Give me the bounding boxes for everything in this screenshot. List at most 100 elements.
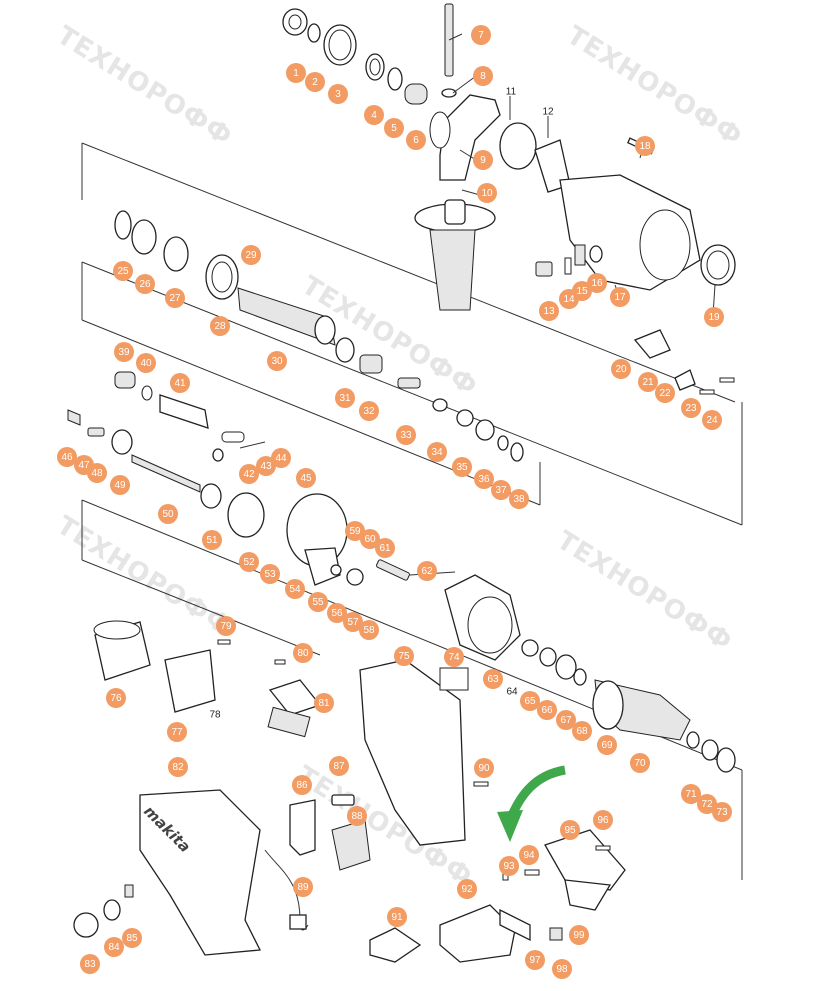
- badge-circle: [509, 489, 529, 509]
- part-number: 66: [541, 705, 553, 716]
- part-badge-48: 48: [87, 463, 107, 483]
- badge-circle: [135, 274, 155, 294]
- badge-circle: [406, 130, 426, 150]
- badge-circle: [702, 410, 722, 430]
- part-number: 27: [169, 293, 181, 304]
- badge-circle: [216, 616, 236, 636]
- badge-circle: [113, 261, 133, 281]
- part-badge-28: 28: [210, 316, 230, 336]
- badge-circle: [593, 810, 613, 830]
- part-badge-95: 95: [560, 820, 580, 840]
- part-badge-52: 52: [239, 552, 259, 572]
- part-badge-27: 27: [165, 288, 185, 308]
- part-number: 68: [576, 726, 588, 737]
- part-badge-99: 99: [569, 925, 589, 945]
- part-badge-38: 38: [509, 489, 529, 509]
- part-badge-82: 82: [168, 757, 188, 777]
- badge-circle: [520, 691, 540, 711]
- part-badge-4: 4: [364, 105, 384, 125]
- part-badge-73: 73: [712, 802, 732, 822]
- badge-circle: [80, 954, 100, 974]
- part-number: 5: [391, 123, 397, 134]
- badge-circle: [444, 647, 464, 667]
- part-badge-89: 89: [293, 877, 313, 897]
- part-badge-96: 96: [593, 810, 613, 830]
- part-number: 24: [706, 415, 718, 426]
- badge-circle: [635, 136, 655, 156]
- badge-circle: [241, 245, 261, 265]
- part-number: 9: [480, 155, 486, 166]
- part-badge-83: 83: [80, 954, 100, 974]
- part-number: 17: [614, 292, 626, 303]
- part-badge-81: 81: [314, 693, 334, 713]
- part-number: 31: [339, 393, 351, 404]
- part-number: 57: [347, 617, 359, 628]
- part-badge-49: 49: [110, 475, 130, 495]
- part-number: 63: [487, 674, 499, 685]
- badge-circle: [457, 879, 477, 899]
- part-drawings: makita: [67, 3, 736, 963]
- badge-circle: [293, 643, 313, 663]
- badge-circle: [327, 603, 347, 623]
- part-badges: 1234567891013141516171819202122232425262…: [57, 25, 732, 979]
- part-badge-61: 61: [375, 538, 395, 558]
- part-number: 23: [685, 403, 697, 414]
- badge-circle: [396, 425, 416, 445]
- part-number: 45: [300, 473, 312, 484]
- part-number: 59: [349, 526, 361, 537]
- part-number: 72: [701, 799, 713, 810]
- badge-circle: [286, 63, 306, 83]
- badge-circle: [167, 722, 187, 742]
- part-badge-21: 21: [638, 372, 658, 392]
- part-number: 91: [391, 912, 403, 923]
- part-number: 62: [421, 566, 433, 577]
- badge-circle: [387, 907, 407, 927]
- badge-circle: [165, 288, 185, 308]
- part-badge-80: 80: [293, 643, 313, 663]
- part-number: 41: [174, 378, 186, 389]
- part-number: 90: [478, 763, 490, 774]
- part-number: 74: [448, 652, 460, 663]
- part-number: 56: [331, 608, 343, 619]
- part-number: 60: [364, 534, 376, 545]
- badge-circle: [560, 820, 580, 840]
- part-number: 77: [171, 727, 183, 738]
- badge-circle: [136, 353, 156, 373]
- part-badge-45: 45: [296, 468, 316, 488]
- badge-circle: [539, 301, 559, 321]
- badge-circle: [260, 564, 280, 584]
- part-badge-26: 26: [135, 274, 155, 294]
- badge-circle: [345, 521, 365, 541]
- part-badge-93: 93: [499, 856, 519, 876]
- part-badge-84: 84: [104, 937, 124, 957]
- part-badge-9: 9: [473, 150, 493, 170]
- part-number: 28: [214, 321, 226, 332]
- part-number-plain-11: 11: [506, 87, 517, 98]
- part-number: 22: [659, 388, 671, 399]
- badge-circle: [394, 646, 414, 666]
- badge-circle: [360, 529, 380, 549]
- part-number: 35: [456, 462, 468, 473]
- badge-circle: [638, 372, 658, 392]
- part-number: 73: [716, 807, 728, 818]
- part-badge-44: 44: [271, 448, 291, 468]
- badge-circle: [239, 552, 259, 572]
- part-number: 13: [543, 306, 555, 317]
- watermark: ТЕХНОРОФФ: [561, 20, 747, 152]
- badge-circle: [697, 794, 717, 814]
- part-badge-88: 88: [347, 806, 367, 826]
- badge-circle: [519, 845, 539, 865]
- part-number: 75: [398, 651, 410, 662]
- badge-circle: [293, 877, 313, 897]
- part-number: 50: [162, 509, 174, 520]
- badge-circle: [630, 753, 650, 773]
- part-number: 89: [297, 882, 309, 893]
- badge-circle: [681, 398, 701, 418]
- part-badge-53: 53: [260, 564, 280, 584]
- part-number: 47: [78, 460, 90, 471]
- badge-circle: [170, 373, 190, 393]
- badge-circle: [452, 457, 472, 477]
- part-badge-56: 56: [327, 603, 347, 623]
- part-badge-42: 42: [239, 464, 259, 484]
- part-number: 80: [297, 648, 309, 659]
